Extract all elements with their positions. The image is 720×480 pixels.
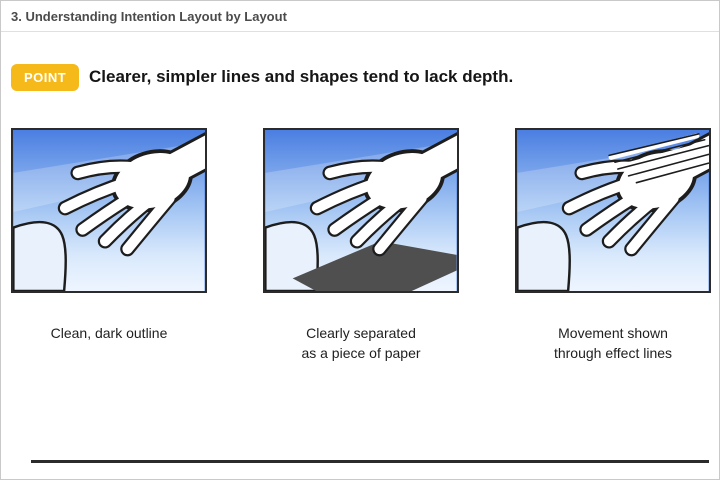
panel-caption: Clearly separated as a piece of paper: [301, 325, 421, 362]
point-badge: POINT: [11, 64, 80, 91]
hand-illustration-paper-shadow: [263, 128, 459, 293]
bottom-divider: [31, 460, 709, 463]
panels-row: Clean, dark outline: [11, 128, 711, 364]
panel-effect-lines: Movement shown through effect lines: [515, 128, 711, 364]
hand-illustration-effect-lines: [515, 128, 711, 293]
effect-lines: [608, 133, 709, 180]
hand-illustration-clean-outline: [11, 128, 207, 293]
panel-caption: Clean, dark outline: [50, 325, 168, 341]
page-header-title: 3. Understanding Intention Layout by Lay…: [11, 9, 287, 24]
point-heading: Clearer, simpler lines and shapes tend t…: [89, 67, 514, 86]
header-divider: [1, 31, 719, 32]
panel-caption: Movement shown through effect lines: [553, 325, 673, 362]
panel-paper-separation: Clearly separated as a piece of paper: [263, 128, 459, 364]
panel-clean-outline: Clean, dark outline: [11, 128, 207, 364]
